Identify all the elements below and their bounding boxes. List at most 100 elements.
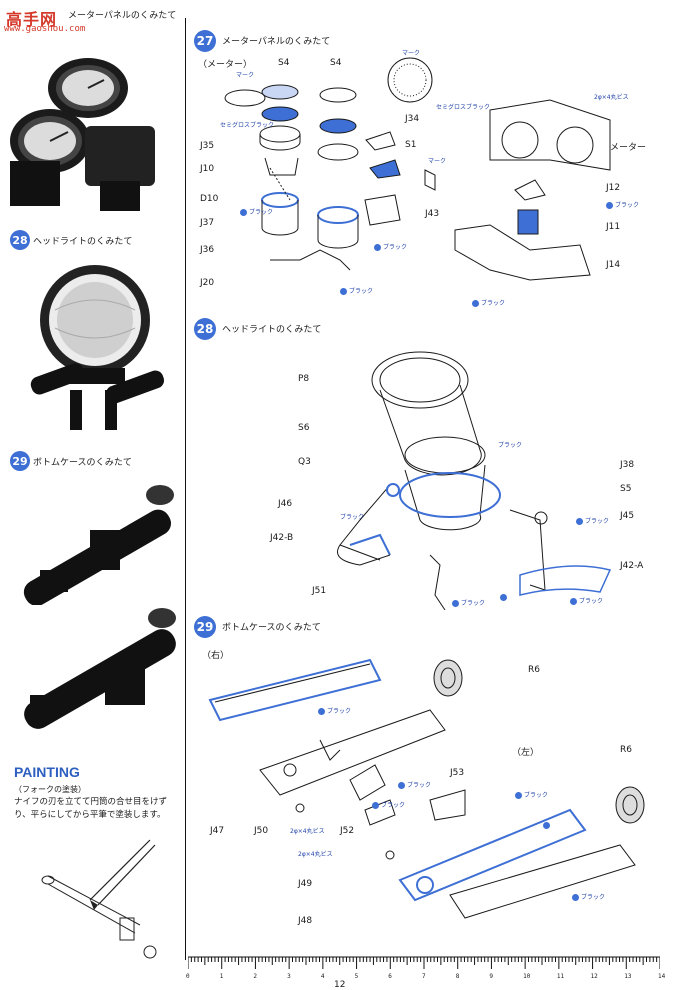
label-j36: J36 xyxy=(200,245,215,255)
label-q3: Q3 xyxy=(298,457,311,467)
label-black-b: ブラック xyxy=(374,242,407,251)
label-screw-27: 2φ×4丸ビス xyxy=(594,94,629,101)
step27-badge: 27 xyxy=(194,30,216,52)
label-black-29c: ブラック xyxy=(515,790,548,799)
watermark-logo: 高手网 xyxy=(6,10,58,29)
label-j20: J20 xyxy=(200,278,215,288)
label-p8: P8 xyxy=(298,374,310,384)
label-right-side: （右） xyxy=(202,651,230,661)
ruler-tick-label: 2 xyxy=(253,973,258,980)
label-r6-right: R6 xyxy=(528,665,540,675)
column-divider xyxy=(185,18,186,960)
ruler-tick-label: 5 xyxy=(354,973,359,980)
painting-subtitle: （フォークの塗装） xyxy=(14,785,86,794)
ruler-tick-label: 14 xyxy=(658,973,666,980)
label-j11: J11 xyxy=(606,222,621,232)
step27-title: メーターパネルのくみたて xyxy=(222,37,331,47)
label-j52: J52 xyxy=(340,826,355,836)
label-j10: J10 xyxy=(200,164,215,174)
label-black-29f: ブラック xyxy=(372,800,405,809)
sidebar-step29-badge: 29 xyxy=(10,451,30,471)
label-j46: J46 xyxy=(278,499,293,509)
label-j37: J37 xyxy=(200,218,215,228)
label-black-29d xyxy=(543,822,552,829)
label-black-29a: ブラック xyxy=(318,706,351,715)
label-j53: J53 xyxy=(450,768,465,778)
ruler-tick-label: 10 xyxy=(523,973,531,980)
watermark-url: www.gaoshou.com xyxy=(4,24,86,34)
label-black-d: ブラック xyxy=(606,200,639,209)
bottom-case-photo-2 xyxy=(24,608,176,729)
page-number: 12 xyxy=(334,980,346,990)
ruler-tick-label: 1 xyxy=(219,973,224,980)
step27-diagram xyxy=(224,57,611,281)
label-j43: J43 xyxy=(425,209,440,219)
ruler-tick-label: 4 xyxy=(320,973,325,980)
label-meter: メーター xyxy=(610,143,647,153)
ruler-tick-label: 7 xyxy=(422,973,426,980)
ruler-tick-label: 13 xyxy=(624,973,632,980)
ruler-tick-label: 3 xyxy=(287,973,291,980)
label-mark-a: マーク xyxy=(236,72,255,79)
bottom-case-photo-1 xyxy=(23,485,174,605)
label-black-28e: ブラック xyxy=(570,596,603,605)
label-black-e: ブラック xyxy=(472,298,505,307)
label-black-28d xyxy=(500,594,509,601)
label-black-28c: ブラック xyxy=(452,598,485,607)
label-j34: J34 xyxy=(405,114,420,124)
ruler-tick-label: 6 xyxy=(388,973,392,980)
label-j50: J50 xyxy=(254,826,269,836)
sidebar-step27-title: メーターパネルのくみたて xyxy=(68,11,177,21)
step29-title: ボトムケースのくみたて xyxy=(222,623,321,633)
label-r6-left: R6 xyxy=(620,745,632,755)
step29-badge: 29 xyxy=(194,616,216,638)
label-j38: J38 xyxy=(620,460,635,470)
ruler-tick-label: 0 xyxy=(186,973,190,980)
label-s6: S6 xyxy=(298,423,310,433)
label-j48: J48 xyxy=(298,916,313,926)
label-j42a: J42-A xyxy=(620,561,644,571)
painting-illustration xyxy=(41,839,157,959)
mm-ruler xyxy=(188,956,660,969)
ruler-tick-label: 12 xyxy=(590,973,598,980)
label-screw-29b: 2φ×4丸ビス xyxy=(298,851,333,858)
meter-photo xyxy=(0,36,180,226)
sidebar-step28-title: ヘッドライトのくみたて xyxy=(33,237,133,247)
label-black-28f: ブラック xyxy=(576,516,609,525)
sidebar-step28-badge: 28 xyxy=(10,230,30,250)
label-s5: S5 xyxy=(620,484,632,494)
label-mark-c: マーク xyxy=(428,158,447,165)
label-semigloss-a: セミグロスブラック xyxy=(220,122,275,129)
label-mark-b: マーク xyxy=(402,50,421,57)
step27-subtitle: （メーター） xyxy=(198,60,253,70)
painting-title: PAINTING xyxy=(14,764,80,780)
label-j47: J47 xyxy=(210,826,225,836)
label-s4-a: S4 xyxy=(278,58,290,68)
label-j49: J49 xyxy=(298,879,313,889)
ruler-tick-label: 11 xyxy=(556,973,565,980)
step28-badge: 28 xyxy=(194,318,216,340)
ruler-tick-label: 9 xyxy=(489,973,494,980)
label-semigloss-b: セミグロスブラック xyxy=(436,104,491,111)
label-screw-29a: 2φ×4丸ビス xyxy=(290,828,325,835)
label-s1: S1 xyxy=(405,140,417,150)
label-j35: J35 xyxy=(200,141,215,151)
label-black-c: ブラック xyxy=(340,286,373,295)
label-left-side: （左） xyxy=(512,748,540,758)
label-s4-b: S4 xyxy=(330,58,342,68)
label-j45: J45 xyxy=(620,511,635,521)
label-d10: D10 xyxy=(200,194,219,204)
label-j42b: J42-B xyxy=(270,533,294,543)
sidebar-step29-title: ボトムケースのくみたて xyxy=(33,458,132,468)
label-j51: J51 xyxy=(312,586,327,596)
label-black-28a: ブラック xyxy=(498,442,523,449)
label-black-a: ブラック xyxy=(240,207,273,216)
label-black-29e: ブラック xyxy=(572,892,605,901)
step28-title: ヘッドライトのくみたて xyxy=(222,325,322,335)
label-j12: J12 xyxy=(606,183,621,193)
label-black-28b: ブラック xyxy=(340,514,365,521)
step29-diagram xyxy=(208,658,645,919)
ruler-tick-label: 8 xyxy=(455,973,460,980)
label-black-29b: ブラック xyxy=(398,780,431,789)
painting-text: ナイフの刃を立てて円筒の合せ目をけずり、平らにしてから平筆で塗装します。 xyxy=(14,797,168,820)
